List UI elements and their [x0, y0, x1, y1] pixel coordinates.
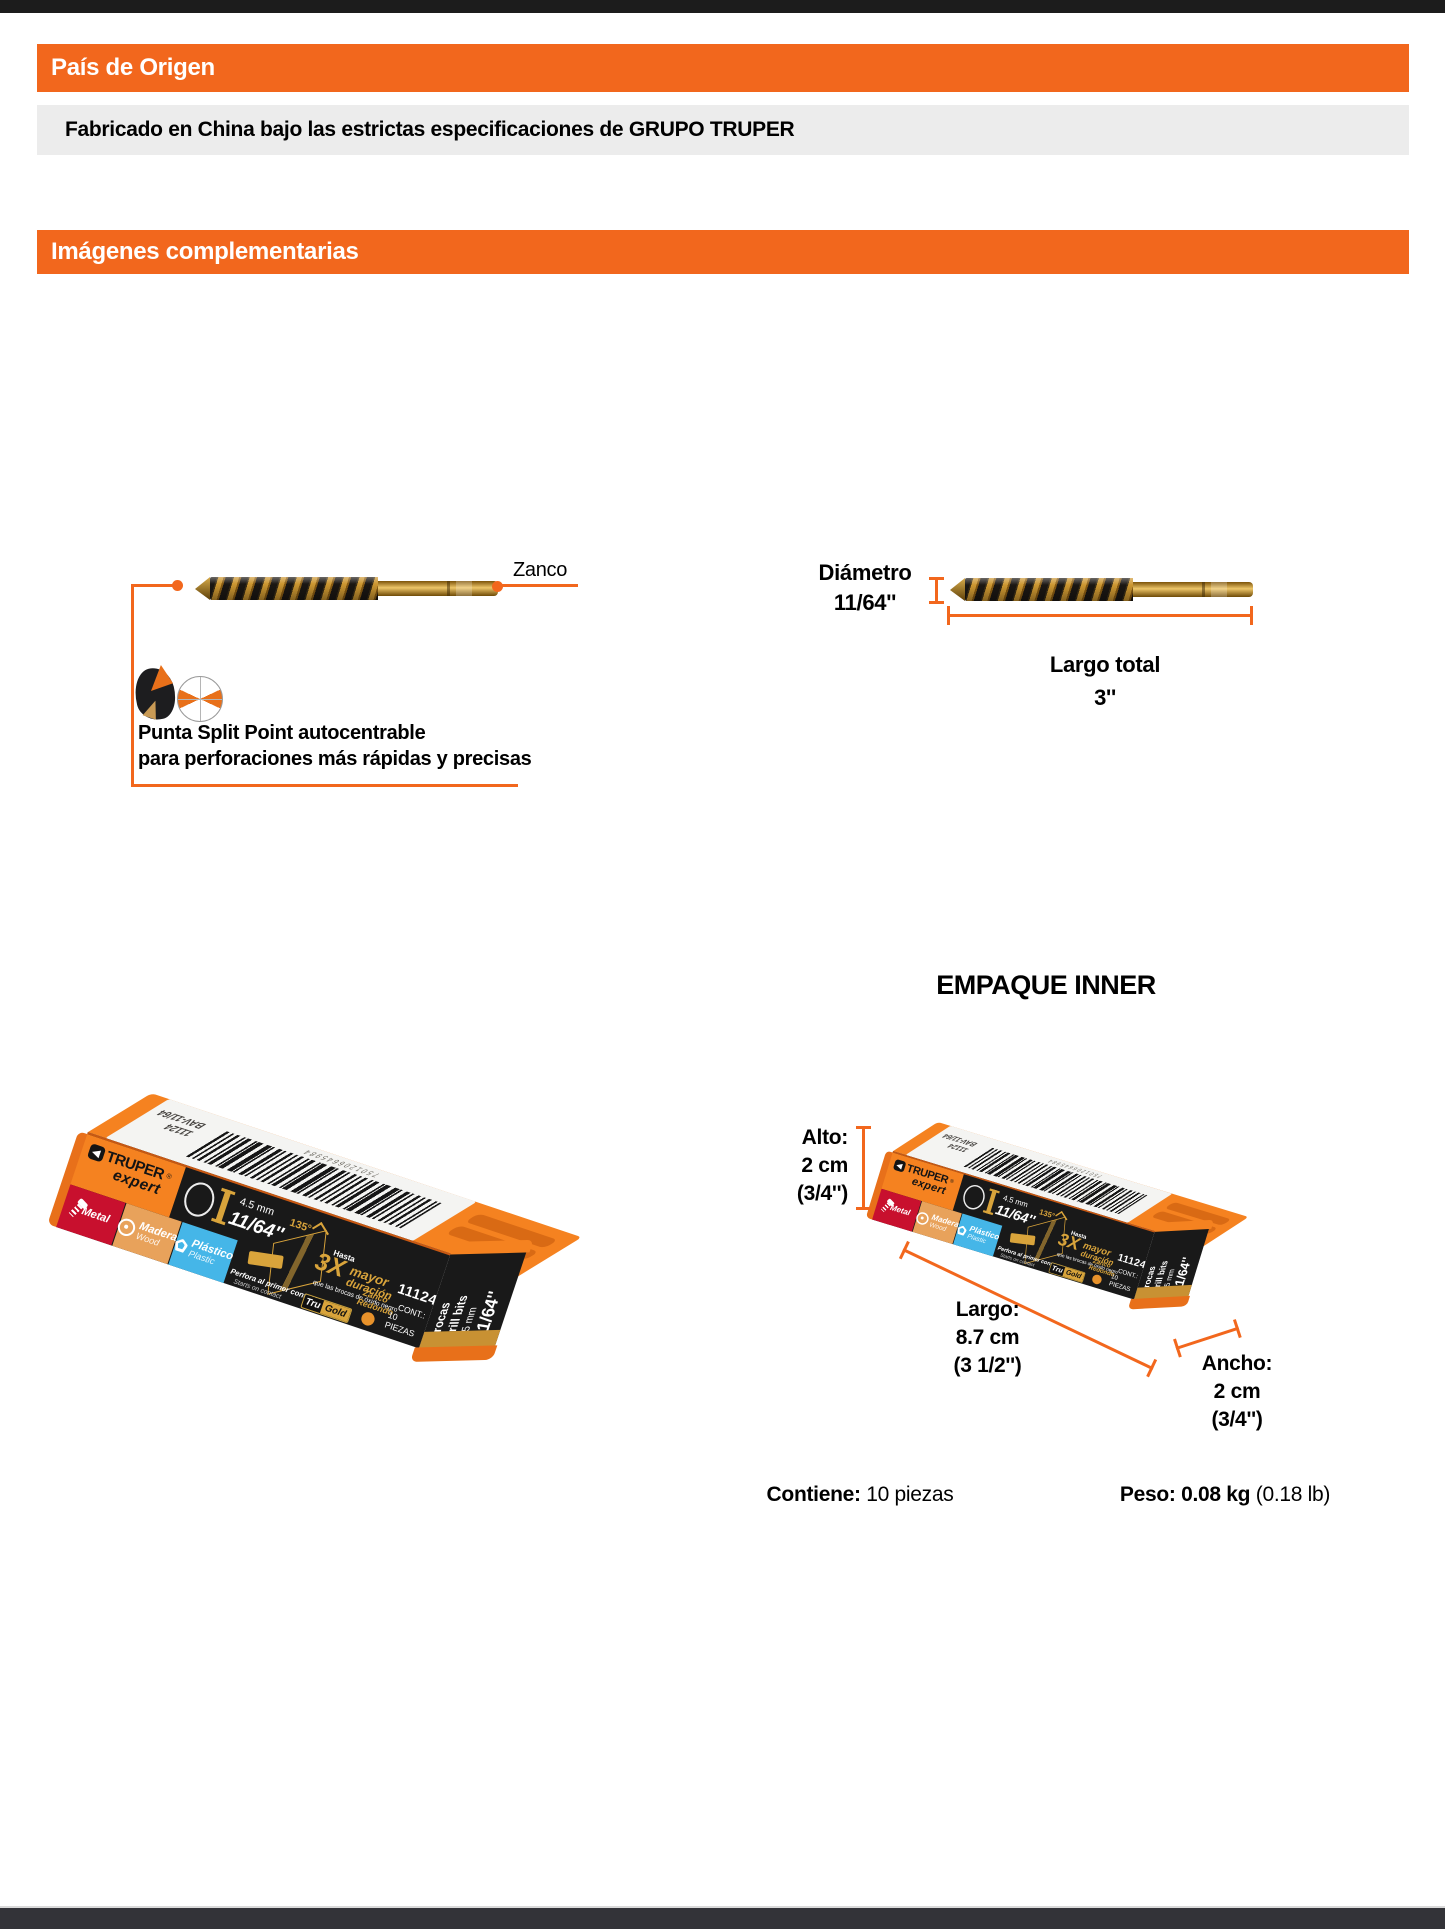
- drill-shank: [1133, 582, 1253, 597]
- section-header-imagenes-complementarias: Imágenes complementarias: [37, 230, 1409, 274]
- top-bar: [0, 0, 1445, 13]
- bottom-bar: [0, 1906, 1445, 1929]
- split-point-tip-icon: [129, 663, 181, 725]
- diameter-measure: [929, 577, 944, 604]
- zanco-label: Zanco: [512, 559, 568, 581]
- diameter-icon: [179, 1178, 219, 1221]
- spec-angle: 135°: [288, 1216, 313, 1236]
- diametro-label-block: Diámetro 11/64'': [806, 558, 924, 618]
- empaque-inner-heading: EMPAQUE INNER: [936, 970, 1156, 1000]
- split-point-caption-line1: Punta Split Point autocentrable: [138, 722, 426, 744]
- largo-total-measure: [947, 606, 1253, 625]
- package-code: 11124 BAV-11/64: [940, 1132, 981, 1154]
- drill-shank: [378, 581, 498, 596]
- peso-label: Peso: 0.08 kg: [1119, 1483, 1251, 1506]
- drill-bit-image-left: [195, 577, 498, 600]
- split-point-caption: Punta Split Point autocentrable para per…: [138, 720, 532, 772]
- origin-statement-text: Fabricado en China bajo las estrictas es…: [65, 118, 795, 141]
- material-chip-plastico: Plástico Plastic: [953, 1213, 1003, 1257]
- section-header-pais-de-origen: País de Origen: [37, 44, 1409, 92]
- drill-flutes: [210, 577, 378, 600]
- diametro-label: Diámetro: [818, 560, 912, 585]
- material-chip-plastico: Plástico Plastic: [168, 1221, 238, 1283]
- largo-total-label-block: Largo total 3'': [1030, 648, 1180, 714]
- largo-value: 8.7 cm: [955, 1326, 1020, 1349]
- alto-label-block: Alto: 2 cm (3/4''): [740, 1124, 848, 1208]
- ancho-alt: (3/4''): [1211, 1408, 1263, 1431]
- callout-line-bottom: [131, 784, 518, 787]
- largo-label-block: Largo: 8.7 cm (3 1/2''): [905, 1296, 1070, 1380]
- contiene-value: 10 piezas: [866, 1483, 954, 1506]
- callout-dot-tip: [172, 580, 183, 591]
- plastic-icon: [956, 1224, 968, 1236]
- contiene-label: Contiene:: [766, 1483, 861, 1506]
- end-gold-stripe: [418, 1329, 501, 1349]
- callout-line-horizontal: [131, 584, 177, 587]
- callout-dot-zanco: [492, 581, 503, 592]
- round-shank-dot: [1091, 1273, 1103, 1286]
- ancho-value: 2 cm: [1213, 1380, 1261, 1403]
- diametro-value: 11/64'': [833, 590, 897, 615]
- ancho-label: Ancho:: [1201, 1352, 1273, 1375]
- peso-alt: (0.18 lb): [1255, 1483, 1331, 1506]
- drill-bit-image-right: [950, 578, 1253, 601]
- ancho-measure: [1175, 1326, 1240, 1350]
- peso-line: Peso: 0.08 kg (0.18 lb): [1060, 1481, 1390, 1509]
- registered-mark: ®: [165, 1172, 173, 1182]
- ancho-label-block: Ancho: 2 cm (3/4''): [1172, 1350, 1302, 1434]
- truper-logo-icon: [892, 1158, 907, 1173]
- split-point-angle-icon: [177, 676, 223, 722]
- largo-total-label: Largo total: [1049, 652, 1161, 677]
- truper-logo-icon: [86, 1143, 107, 1163]
- drill-tip: [195, 577, 210, 600]
- round-shank-dot: [359, 1310, 377, 1328]
- alto-value: 2 cm: [801, 1154, 848, 1177]
- callout-line-vertical: [131, 584, 134, 787]
- zanco-underline: [498, 584, 578, 587]
- largo-alt: (3 1/2''): [953, 1354, 1022, 1377]
- alto-label: Alto:: [801, 1126, 849, 1149]
- drill-tip: [950, 578, 965, 601]
- origin-statement-band: Fabricado en China bajo las estrictas es…: [37, 105, 1409, 155]
- pais-de-origen-title: País de Origen: [51, 54, 215, 81]
- package-photo-large: 11124 BAV-11/64 7501206645984 TRUPER ® e…: [56, 1078, 582, 1371]
- largo-label: Largo:: [955, 1298, 1020, 1321]
- split-point-badge: [1009, 1232, 1036, 1246]
- package-photo-small: 11124 BAV-11/64 7501206645984 TRUPER ® e…: [872, 1112, 1249, 1314]
- diameter-icon: [960, 1182, 988, 1213]
- drill-flutes: [965, 578, 1133, 601]
- end-gold-stripe: [1133, 1284, 1192, 1300]
- split-point-caption-line2: para perforaciones más rápidas y precisa…: [138, 748, 532, 770]
- alto-measure: [856, 1126, 871, 1210]
- largo-total-value: 3'': [1094, 685, 1116, 710]
- package-code: 11124 BAV-11/64: [143, 1107, 212, 1138]
- wood-icon: [914, 1210, 931, 1226]
- imagenes-title: Imágenes complementarias: [51, 238, 359, 265]
- contiene-line: Contiene: 10 piezas: [700, 1481, 1020, 1509]
- alto-alt: (3/4''): [796, 1182, 848, 1205]
